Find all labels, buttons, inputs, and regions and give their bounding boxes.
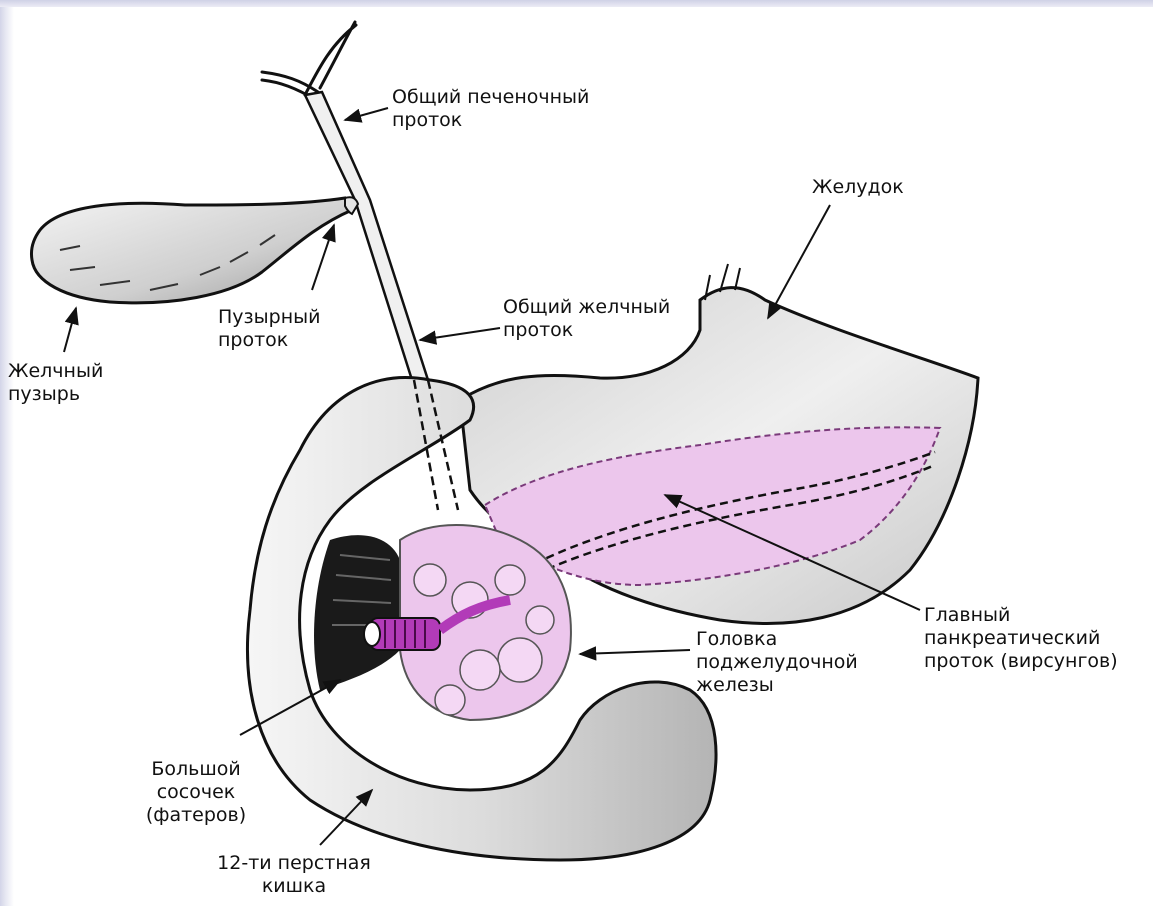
label-common-hepatic-duct-line2: проток — [392, 109, 589, 132]
label-cystic-duct-line2: проток — [218, 329, 320, 352]
label-major-papilla: Большой сосочек (фатеров) — [134, 758, 258, 827]
duodenum-lumen — [314, 535, 400, 690]
label-major-papilla-line1: Большой — [134, 758, 258, 781]
label-cystic-duct: Пузырный проток — [218, 306, 320, 352]
gallbladder-shape — [31, 198, 352, 303]
arrow-common-hepatic-duct — [345, 108, 388, 120]
label-pancreas-head-line2: поджелудочной — [696, 651, 858, 674]
label-common-hepatic-duct: Общий печеночный проток — [392, 86, 589, 132]
label-main-pancreatic-duct-line2: панкреатический — [924, 627, 1118, 650]
hepatic-duct-branches — [262, 22, 356, 100]
arrow-stomach — [768, 205, 830, 318]
label-pancreas-head: Головка поджелудочной железы — [696, 628, 858, 697]
arrow-pancreas-head — [580, 650, 690, 654]
label-common-hepatic-duct-line1: Общий печеночный — [392, 86, 589, 109]
arrow-cystic-duct — [312, 225, 334, 290]
label-gallbladder-line1: Желчный — [8, 360, 103, 383]
label-cystic-duct-line1: Пузырный — [218, 306, 320, 329]
label-pancreas-head-line3: железы — [696, 674, 858, 697]
arrow-gallbladder — [64, 308, 76, 352]
label-duodenum-line1: 12-ти перстная — [204, 852, 384, 875]
label-common-bile-duct-line2: проток — [503, 319, 670, 342]
label-main-pancreatic-duct-line3: проток (вирсунгов) — [924, 650, 1118, 673]
label-common-bile-duct-line1: Общий желчный — [503, 296, 670, 319]
label-main-pancreatic-duct: Главный панкреатический проток (вирсунго… — [924, 604, 1118, 673]
label-gallbladder-line2: пузырь — [8, 383, 103, 406]
label-stomach: Желудок — [812, 176, 904, 199]
label-major-papilla-line3: (фатеров) — [134, 804, 258, 827]
label-duodenum-line2: кишка — [204, 875, 384, 898]
common-bile-duct — [305, 92, 428, 380]
label-stomach-text: Желудок — [812, 176, 904, 199]
label-gallbladder: Желчный пузырь — [8, 360, 103, 406]
label-pancreas-head-line1: Головка — [696, 628, 858, 651]
arrow-common-bile-duct — [420, 328, 500, 340]
label-common-bile-duct: Общий желчный проток — [503, 296, 670, 342]
label-major-papilla-line2: сосочек — [134, 781, 258, 804]
label-main-pancreatic-duct-line1: Главный — [924, 604, 1118, 627]
label-duodenum: 12-ти перстная кишка — [204, 852, 384, 898]
